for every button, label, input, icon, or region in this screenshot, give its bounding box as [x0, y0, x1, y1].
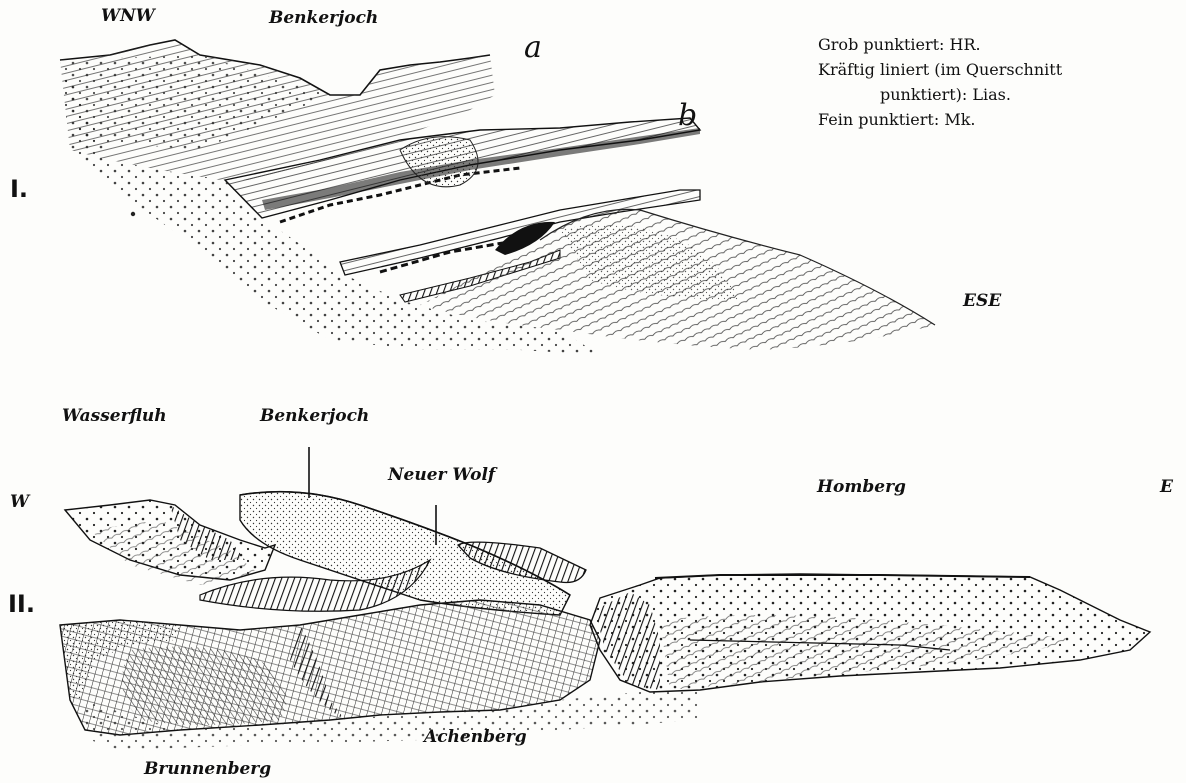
legend-line-1: Grob punktiert: HR.	[818, 32, 1062, 57]
label-neuer-wolf: Neuer Wolf	[388, 465, 495, 485]
legend-line-4: Fein punktiert: Mk.	[818, 107, 1062, 132]
ink-dot	[131, 212, 135, 216]
label-homberg: Homberg	[817, 477, 906, 497]
mark-b: b	[678, 98, 697, 133]
mark-a: a	[524, 30, 542, 65]
label-brunnenberg: Brunnenberg	[144, 759, 271, 779]
label-benkerjoch-top: Benkerjoch	[269, 8, 378, 28]
label-benkerjoch: Benkerjoch	[260, 406, 369, 426]
label-wasserfluh: Wasserfluh	[62, 406, 167, 426]
legend: Grob punktiert: HR. Kräftig liniert (im …	[818, 32, 1062, 132]
label-e: E	[1160, 477, 1173, 497]
legend-line-2: Kräftig liniert (im Querschnitt	[818, 57, 1062, 82]
panel-i-numeral: I.	[10, 175, 28, 203]
panel-ii-numeral: II.	[8, 590, 35, 618]
label-achenberg: Achenberg	[424, 727, 527, 747]
panel-i-landscape	[60, 40, 935, 355]
label-w: W	[10, 492, 29, 512]
label-ese: ESE	[963, 291, 1001, 311]
label-wnw: WNW	[101, 6, 155, 26]
panel-ii-landscape	[60, 447, 1150, 750]
legend-line-3: punktiert): Lias.	[818, 82, 1062, 107]
